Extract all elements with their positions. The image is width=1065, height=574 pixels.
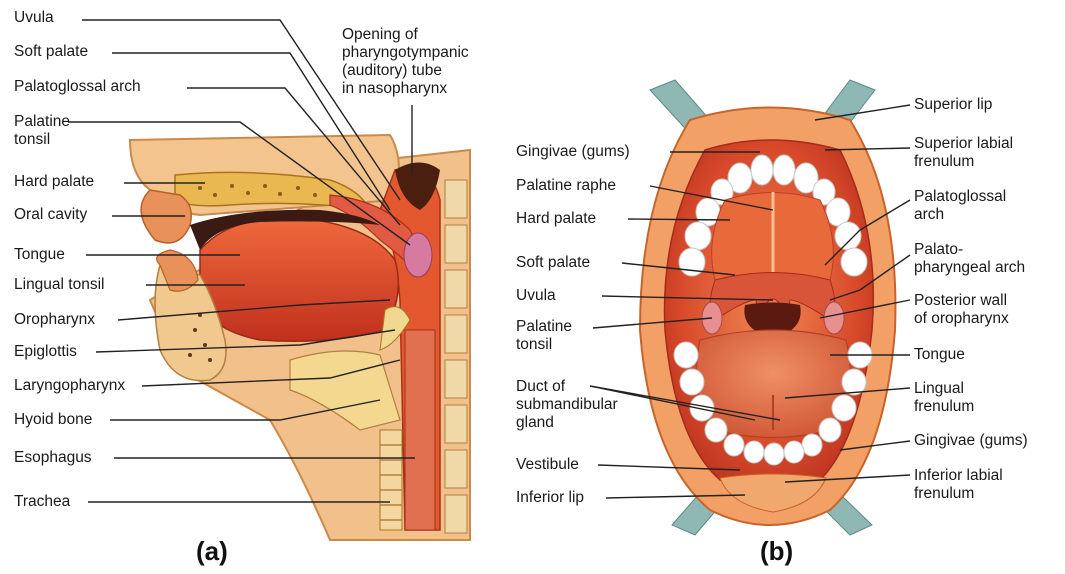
label-inferior-lip: Inferior lip bbox=[516, 489, 584, 507]
caption-a: (a) bbox=[196, 536, 228, 566]
label-palatine-tonsil-a: Palatine tonsil bbox=[14, 113, 70, 149]
label-hyoid-bone: Hyoid bone bbox=[14, 411, 92, 429]
label-opening-auditory-tube: Opening of pharyngotympanic (auditory) t… bbox=[342, 26, 469, 98]
label-oropharynx: Oropharynx bbox=[14, 311, 95, 329]
label-tongue-a: Tongue bbox=[14, 246, 65, 264]
label-hard-palate-b: Hard palate bbox=[516, 210, 596, 228]
label-soft-palate-b: Soft palate bbox=[516, 254, 590, 272]
tongue-sagittal bbox=[200, 218, 398, 341]
label-lingual-frenulum: Lingual frenulum bbox=[914, 380, 974, 416]
label-laryngopharynx: Laryngopharynx bbox=[14, 377, 125, 395]
label-lingual-tonsil: Lingual tonsil bbox=[14, 276, 104, 294]
label-palatine-raphe: Palatine raphe bbox=[516, 177, 616, 195]
label-oral-cavity: Oral cavity bbox=[14, 206, 87, 224]
label-palatoglossal-arch-a: Palatoglossal arch bbox=[14, 78, 141, 96]
label-uvula-b: Uvula bbox=[516, 287, 556, 305]
caption-b: (b) bbox=[760, 536, 793, 566]
label-gingivae-lower: Gingivae (gums) bbox=[914, 432, 1028, 450]
label-palatopharyngeal-arch: Palato- pharyngeal arch bbox=[914, 241, 1025, 277]
label-duct-submandibular: Duct of submandibular gland bbox=[516, 378, 618, 432]
label-tongue-b: Tongue bbox=[914, 346, 965, 364]
palatine-tonsil-shape bbox=[404, 233, 432, 277]
label-vestibule: Vestibule bbox=[516, 456, 579, 474]
label-trachea: Trachea bbox=[14, 493, 70, 511]
label-hard-palate-a: Hard palate bbox=[14, 173, 94, 191]
label-superior-lip: Superior lip bbox=[914, 96, 992, 114]
label-superior-labial-frenulum: Superior labial frenulum bbox=[914, 135, 1013, 171]
sagittal-section-drawing bbox=[130, 135, 470, 540]
label-posterior-wall: Posterior wall of oropharynx bbox=[914, 292, 1009, 328]
label-epiglottis: Epiglottis bbox=[14, 343, 77, 361]
label-esophagus: Esophagus bbox=[14, 449, 92, 467]
label-soft-palate-a: Soft palate bbox=[14, 43, 88, 61]
right-tonsil bbox=[824, 302, 844, 334]
label-gingivae-upper: Gingivae (gums) bbox=[516, 143, 630, 161]
label-uvula-a: Uvula bbox=[14, 9, 54, 27]
esophagus-tube bbox=[405, 330, 435, 530]
label-palatine-tonsil-b: Palatine tonsil bbox=[516, 318, 572, 354]
open-mouth-drawing bbox=[640, 80, 895, 535]
label-palatoglossal-arch-b: Palatoglossal arch bbox=[914, 188, 1006, 224]
label-inferior-labial-frenulum: Inferior labial frenulum bbox=[914, 467, 1003, 503]
